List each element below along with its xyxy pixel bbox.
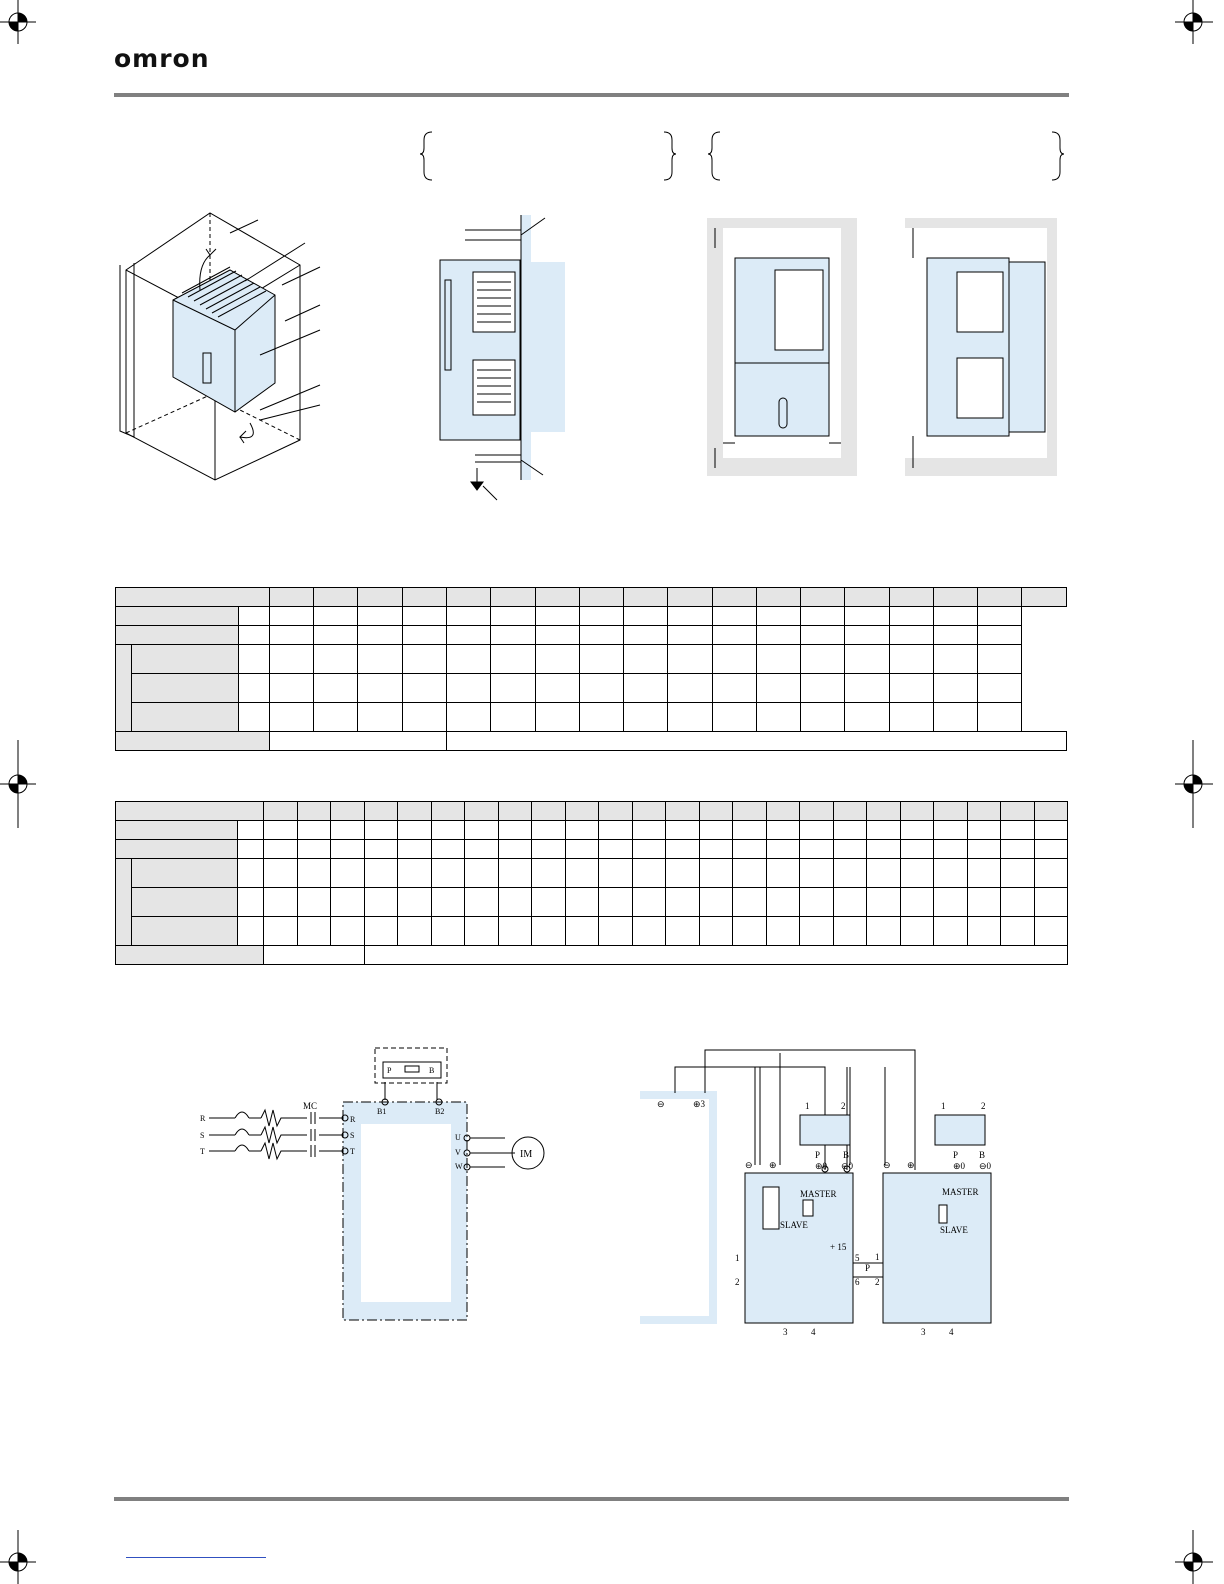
master-label: MASTER — [800, 1189, 837, 1199]
inner-s-label: S — [350, 1131, 354, 1140]
terminal-u-label: U — [455, 1133, 461, 1142]
omron-logo: omron — [114, 44, 210, 73]
resistor-p-label: P — [387, 1066, 392, 1075]
b1-label: B1 — [377, 1107, 386, 1116]
header-rule — [114, 93, 1069, 97]
minus-slave-label: ⊖ — [883, 1160, 891, 1170]
minus0-master-label: ⊖0 — [841, 1161, 854, 1171]
terminal-t-label: T — [200, 1147, 205, 1156]
terminal-s-label: S — [200, 1131, 204, 1140]
plus3-label: ⊕3 — [693, 1099, 706, 1109]
n4-master-label: 4 — [811, 1327, 816, 1337]
mc-label: MC — [303, 1101, 317, 1111]
footer-link-underline — [126, 1557, 266, 1558]
plus15-label: + 15 — [830, 1242, 847, 1252]
b-slave-label: B — [979, 1150, 985, 1160]
minus0-slave-label: ⊖0 — [979, 1161, 992, 1171]
braking-resistor-wiring: R S T MC P B B1 B2 R S T U V W IM — [200, 1047, 545, 1321]
terminal-r-label: R — [200, 1114, 206, 1123]
terminal-v-label: V — [455, 1148, 461, 1157]
p-link-label: P — [865, 1263, 870, 1273]
n2-top-master-label: 2 — [841, 1101, 846, 1111]
n2-top-slave-label: 2 — [981, 1101, 986, 1111]
n1-top-slave-label: 1 — [941, 1101, 946, 1111]
p-slave-label: P — [953, 1150, 958, 1160]
spec-table-1 — [114, 587, 1067, 751]
n1-top-master-label: 1 — [805, 1101, 810, 1111]
n1-right-label: 1 — [875, 1252, 880, 1262]
n5-label: 5 — [855, 1253, 860, 1263]
n2-left-label: 2 — [735, 1277, 740, 1287]
plus-master-label: ⊕ — [769, 1160, 777, 1170]
side-clearance-diagram — [905, 218, 1057, 476]
n3-slave-label: 3 — [921, 1327, 926, 1337]
motor-label: IM — [520, 1149, 532, 1160]
slave-slave-unit-label: SLAVE — [940, 1225, 968, 1235]
resistor-b-label: B — [429, 1066, 434, 1075]
side-mount-diagram — [439, 215, 565, 501]
master-slave-wiring: ⊖ ⊕3 ⊖ ⊕ P B ⊕0 ⊖0 MASTER SLAVE + 15 1 2… — [640, 1049, 992, 1337]
n4-slave-label: 4 — [949, 1327, 954, 1337]
enclosure-diagram — [119, 212, 321, 481]
master-slave-unit-label: MASTER — [942, 1187, 979, 1197]
slave-label: SLAVE — [780, 1220, 808, 1230]
n2-right-label: 2 — [875, 1277, 880, 1287]
terminal-w-label: W — [455, 1162, 463, 1171]
n6-label: 6 — [855, 1277, 860, 1287]
inner-t-label: T — [350, 1147, 355, 1156]
p-master-label: P — [815, 1150, 820, 1160]
plus-slave-label: ⊕ — [907, 1160, 915, 1170]
plus0-master-label: ⊕0 — [815, 1161, 828, 1171]
spec-table-2 — [114, 801, 1069, 965]
b-master-label: B — [843, 1150, 849, 1160]
footer-rule — [114, 1497, 1069, 1501]
inner-r-label: R — [350, 1115, 356, 1124]
front-clearance-diagram — [707, 218, 857, 476]
minus-master-label: ⊖ — [745, 1160, 753, 1170]
n3-master-label: 3 — [783, 1327, 788, 1337]
plus0-slave-label: ⊕0 — [953, 1161, 966, 1171]
minus-left-label: ⊖ — [657, 1099, 665, 1109]
n1-left-label: 1 — [735, 1253, 740, 1263]
b2-label: B2 — [435, 1107, 444, 1116]
heading-brackets — [420, 131, 1065, 181]
